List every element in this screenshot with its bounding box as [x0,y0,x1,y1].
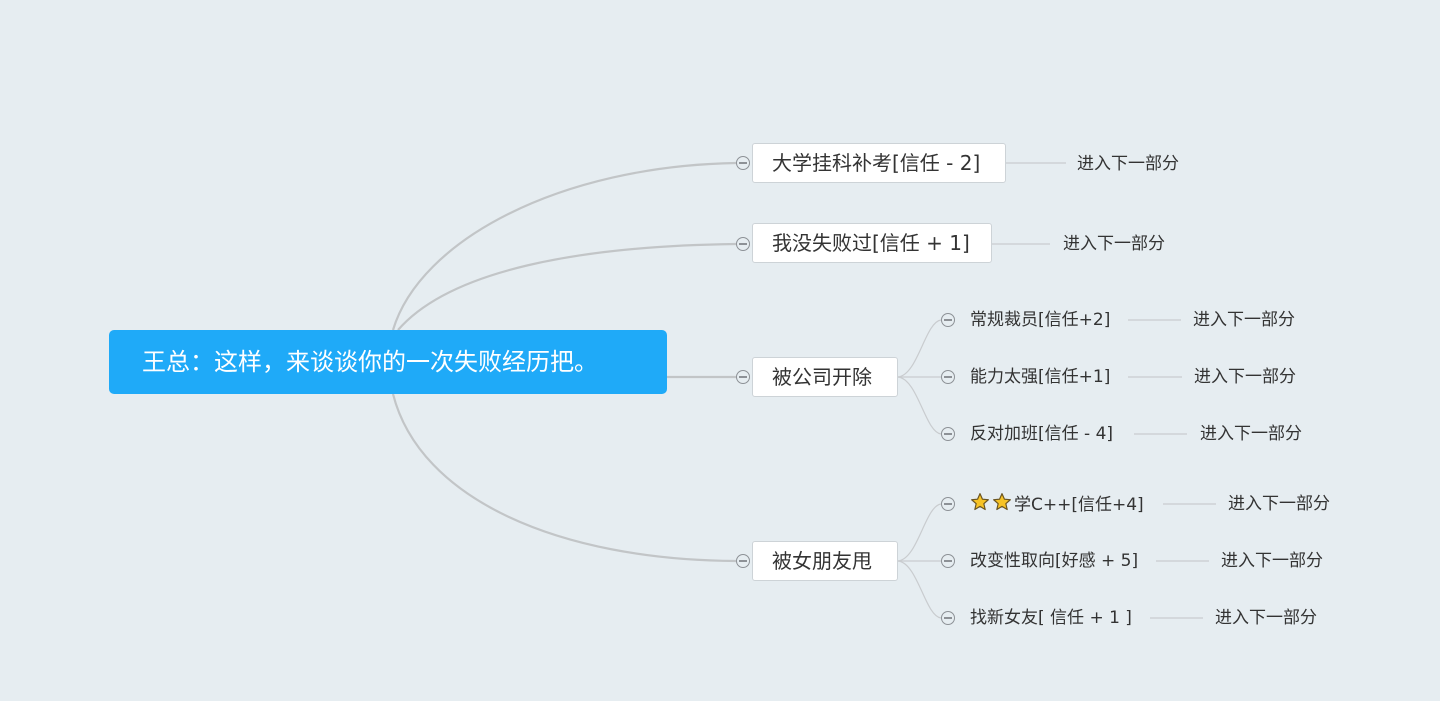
subtopic-4-1[interactable]: 学C++[信任+4] [970,492,1144,517]
subtopic-3-1[interactable]: 常规裁员[信任+2] [970,310,1111,330]
next-section-link-sub-4-3[interactable]: 进入下一部分 [1215,608,1317,628]
collapse-toggle-branch-1[interactable] [736,156,750,170]
connector-branch-3-sub-3 [897,376,942,435]
next-section-link-sub-4-2[interactable]: 进入下一部分 [1221,551,1323,571]
subtopic-4-1-label: 学C++[信任+4] [1014,495,1144,515]
branch-topic-3[interactable]: 被公司开除 [752,357,898,397]
next-section-link-sub-4-1[interactable]: 进入下一部分 [1228,494,1330,514]
collapse-toggle-sub-4-1[interactable] [941,497,955,511]
collapse-toggle-sub-3-2[interactable] [941,370,955,384]
connector-root-branch-4 [391,393,737,563]
star-icon [971,493,989,511]
subtopic-4-3[interactable]: 找新女友[ 信任 + 1 ] [970,608,1132,628]
subtopic-3-3[interactable]: 反对加班[信任 - 4] [970,424,1114,444]
root-topic[interactable]: 王总：这样，来谈谈你的一次失败经历把。 [109,330,667,394]
star-icon [993,493,1011,511]
collapse-toggle-branch-2[interactable] [736,237,750,251]
collapse-toggle-sub-4-3[interactable] [941,611,955,625]
collapse-toggle-sub-3-3[interactable] [941,427,955,441]
collapse-toggle-sub-4-2[interactable] [941,554,955,568]
connector-branch-3-sub-1 [897,319,942,378]
next-section-link-branch-1[interactable]: 进入下一部分 [1077,154,1179,174]
subtopic-4-2[interactable]: 改变性取向[好感 + 5] [970,551,1139,571]
next-section-link-branch-2[interactable]: 进入下一部分 [1063,234,1165,254]
branch-topic-1[interactable]: 大学挂科补考[信任 - 2] [752,143,1006,183]
connector-branch-4-sub-3 [897,560,942,619]
next-section-link-sub-3-3[interactable]: 进入下一部分 [1200,424,1302,444]
collapse-toggle-sub-3-1[interactable] [941,313,955,327]
next-section-link-sub-3-2[interactable]: 进入下一部分 [1194,367,1296,387]
next-section-link-sub-3-1[interactable]: 进入下一部分 [1193,310,1295,330]
subtopic-3-2[interactable]: 能力太强[信任+1] [970,367,1111,387]
connector-branch-4-sub-1 [897,503,942,562]
connector-root-branch-1 [391,161,737,331]
branch-topic-4[interactable]: 被女朋友甩 [752,541,898,581]
collapse-toggle-branch-3[interactable] [736,370,750,384]
connector-root-branch-2 [397,242,737,331]
branch-topic-2[interactable]: 我没失败过[信任 + 1] [752,223,992,263]
collapse-toggle-branch-4[interactable] [736,554,750,568]
